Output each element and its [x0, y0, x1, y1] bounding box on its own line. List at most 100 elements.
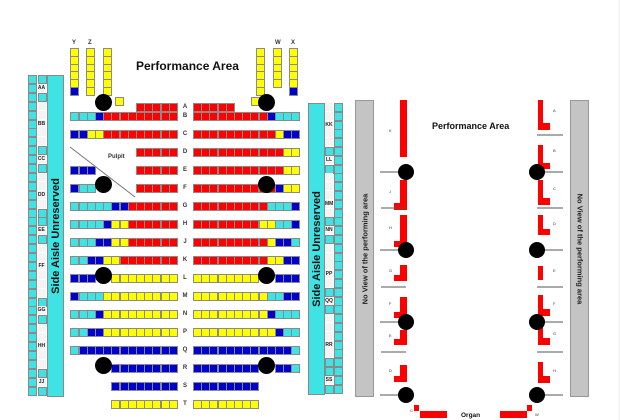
seat[interactable]	[37, 217, 47, 227]
gallery-seat-block[interactable]	[394, 330, 407, 345]
seat[interactable]	[37, 146, 47, 156]
seat[interactable]	[334, 120, 343, 130]
seat[interactable]	[28, 208, 37, 218]
seat[interactable]	[28, 155, 37, 165]
seat[interactable]	[291, 112, 301, 121]
seat[interactable]	[28, 315, 37, 325]
seat[interactable]	[334, 252, 343, 262]
seat[interactable]	[291, 130, 301, 139]
seat[interactable]	[28, 279, 37, 289]
seat[interactable]	[86, 166, 96, 175]
seat[interactable]	[168, 148, 178, 157]
seat[interactable]	[28, 119, 37, 129]
seat[interactable]	[28, 164, 37, 173]
seat[interactable]	[37, 208, 47, 218]
gallery-seat-block[interactable]	[538, 362, 550, 383]
seat[interactable]	[168, 112, 178, 121]
seat[interactable]	[334, 340, 343, 350]
seat[interactable]	[168, 382, 178, 391]
seat[interactable]	[28, 137, 37, 147]
seat[interactable]	[37, 92, 47, 102]
seat[interactable]	[37, 75, 47, 84]
seat[interactable]	[168, 292, 178, 301]
seat[interactable]	[334, 129, 343, 139]
gallery-seat-block[interactable]	[394, 297, 407, 318]
seat[interactable]	[334, 208, 343, 218]
seat[interactable]	[37, 164, 47, 173]
seat[interactable]	[28, 83, 37, 93]
seat[interactable]	[28, 324, 37, 334]
seat[interactable]	[37, 235, 47, 245]
seat[interactable]	[291, 148, 301, 157]
gallery-seat-block[interactable]	[538, 145, 550, 169]
seat[interactable]	[289, 87, 298, 96]
seat[interactable]	[168, 346, 178, 355]
gallery-seat-block[interactable]	[414, 405, 419, 411]
seat[interactable]	[28, 235, 37, 245]
seat[interactable]	[28, 110, 37, 120]
seat[interactable]	[28, 253, 37, 262]
seat[interactable]	[168, 400, 178, 409]
seat[interactable]	[115, 97, 124, 106]
seat[interactable]	[334, 138, 343, 148]
seat[interactable]	[291, 328, 301, 337]
seat[interactable]	[250, 382, 260, 391]
seat[interactable]	[334, 331, 343, 341]
seat[interactable]	[28, 386, 37, 396]
seat[interactable]	[168, 184, 178, 193]
seat[interactable]	[334, 103, 343, 112]
seat[interactable]	[28, 261, 37, 271]
seat[interactable]	[334, 217, 343, 227]
seat[interactable]	[291, 202, 301, 211]
seat[interactable]	[28, 217, 37, 227]
seat[interactable]	[334, 226, 343, 236]
seat[interactable]	[168, 202, 178, 211]
seat[interactable]	[334, 235, 343, 244]
seat[interactable]	[37, 368, 47, 378]
seat[interactable]	[291, 256, 301, 265]
seat[interactable]	[86, 87, 95, 96]
seat[interactable]	[334, 199, 343, 209]
gallery-seat-block[interactable]	[420, 411, 447, 418]
gallery-seat-block[interactable]	[527, 405, 532, 411]
seat[interactable]	[291, 310, 301, 319]
seat[interactable]	[334, 323, 343, 332]
seat[interactable]	[28, 288, 37, 298]
seat[interactable]	[168, 103, 178, 112]
gallery-seat-block[interactable]	[538, 215, 550, 235]
seat[interactable]	[168, 328, 178, 337]
seat[interactable]	[334, 375, 343, 385]
seat[interactable]	[37, 315, 47, 325]
seat[interactable]	[250, 400, 260, 409]
seat[interactable]	[325, 147, 334, 156]
seat[interactable]	[168, 130, 178, 139]
gallery-seat-block[interactable]	[538, 180, 550, 205]
seat[interactable]	[291, 166, 301, 175]
gallery-seat-block[interactable]	[400, 100, 407, 157]
seat[interactable]	[334, 287, 343, 297]
seat[interactable]	[28, 244, 37, 254]
seat[interactable]	[325, 235, 334, 244]
seat[interactable]	[28, 368, 37, 378]
gallery-seat-block[interactable]	[394, 365, 407, 382]
seat[interactable]	[37, 297, 47, 307]
seat[interactable]	[334, 164, 343, 174]
seat[interactable]	[334, 147, 343, 156]
seat[interactable]	[334, 182, 343, 192]
seat[interactable]	[334, 314, 343, 324]
seat[interactable]	[28, 377, 37, 387]
seat[interactable]	[334, 358, 343, 368]
gallery-seat-block[interactable]	[394, 180, 407, 210]
gallery-seat-block[interactable]	[500, 411, 527, 418]
seat[interactable]	[28, 350, 37, 360]
gallery-seat-block[interactable]	[394, 265, 407, 281]
seat[interactable]	[334, 270, 343, 280]
seat[interactable]	[273, 79, 282, 89]
seat[interactable]	[28, 172, 37, 182]
seat[interactable]	[334, 349, 343, 359]
seat[interactable]	[28, 270, 37, 280]
seat[interactable]	[168, 274, 178, 283]
seat[interactable]	[291, 274, 301, 283]
seat[interactable]	[28, 75, 37, 84]
gallery-seat-block[interactable]	[394, 215, 407, 247]
